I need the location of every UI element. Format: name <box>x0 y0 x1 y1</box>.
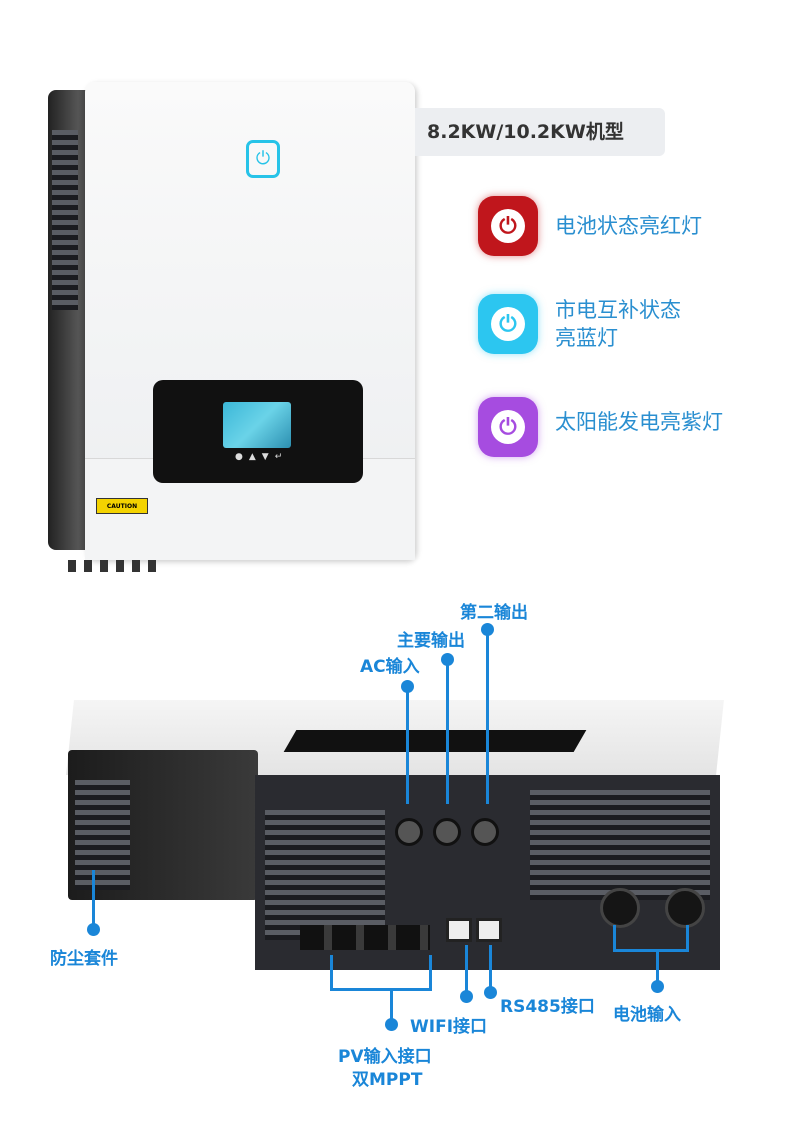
top-display-strip <box>283 730 587 752</box>
callout-line <box>446 659 449 804</box>
model-badge: 8.2KW/10.2KW机型 <box>415 108 665 156</box>
callout-dot <box>651 980 664 993</box>
battery-terminal-plus <box>600 888 640 928</box>
indicator-label-blue-line2: 亮蓝灯 <box>555 326 618 350</box>
callout-line <box>613 925 616 951</box>
inverter-front-image: ⏻ ●▲▼↵ CAUTION <box>48 80 418 590</box>
red-led-power-icon: ⏻ <box>478 196 538 256</box>
rear-vent-right <box>530 790 710 900</box>
callout-dot <box>87 923 100 936</box>
callout-line <box>656 949 659 984</box>
indicator-label-purple: 太阳能发电亮紫灯 <box>555 410 723 434</box>
callout-ac-input: AC输入 <box>360 657 420 677</box>
display-panel: ●▲▼↵ <box>153 380 363 483</box>
dust-kit-vent <box>75 780 130 890</box>
caution-label: CAUTION <box>96 498 148 514</box>
bottom-connectors <box>68 560 158 572</box>
panel-buttons[interactable]: ●▲▼↵ <box>235 452 289 462</box>
callout-line <box>330 988 432 991</box>
purple-led-power-icon: ⏻ <box>478 397 538 457</box>
callout-line <box>465 945 468 995</box>
main-output-terminal <box>433 818 461 846</box>
callout-line <box>486 629 489 804</box>
wifi-port <box>446 918 472 942</box>
callout-pv-input: PV输入接口 <box>338 1047 432 1067</box>
battery-terminal-minus <box>665 888 705 928</box>
callout-dot <box>484 986 497 999</box>
callout-line <box>489 945 492 990</box>
pv-connectors <box>300 925 430 950</box>
indicator-label-blue: 市电互补状态亮蓝灯 <box>555 296 681 352</box>
callout-line <box>390 988 393 1023</box>
ac-terminal <box>395 818 423 846</box>
callout-line <box>429 955 432 990</box>
callout-wifi: WIFI接口 <box>410 1017 488 1037</box>
callout-dust-kit: 防尘套件 <box>50 949 118 969</box>
callout-second-output: 第二输出 <box>460 603 528 623</box>
callout-pv-mppt: 双MPPT <box>352 1070 423 1090</box>
callout-dot <box>460 990 473 1003</box>
second-output-terminal <box>471 818 499 846</box>
callout-battery-input: 电池输入 <box>613 1005 681 1025</box>
front-power-icon: ⏻ <box>246 140 280 178</box>
callout-main-output: 主要输出 <box>397 631 465 651</box>
callout-line <box>330 955 333 990</box>
callout-line <box>686 925 689 951</box>
callout-dot <box>385 1018 398 1031</box>
callout-line <box>613 949 689 952</box>
callout-rs485: RS485接口 <box>500 997 595 1017</box>
callout-line <box>406 686 409 804</box>
indicator-label-blue-line1: 市电互补状态 <box>555 298 681 322</box>
indicator-label-red: 电池状态亮红灯 <box>555 214 702 238</box>
inverter-rear-image <box>60 700 730 980</box>
side-vent <box>52 130 78 310</box>
callout-line <box>92 870 95 925</box>
rs485-port <box>476 918 502 942</box>
rear-vent-left <box>265 810 385 940</box>
blue-led-power-icon: ⏻ <box>478 294 538 354</box>
lcd-screen <box>223 402 291 448</box>
